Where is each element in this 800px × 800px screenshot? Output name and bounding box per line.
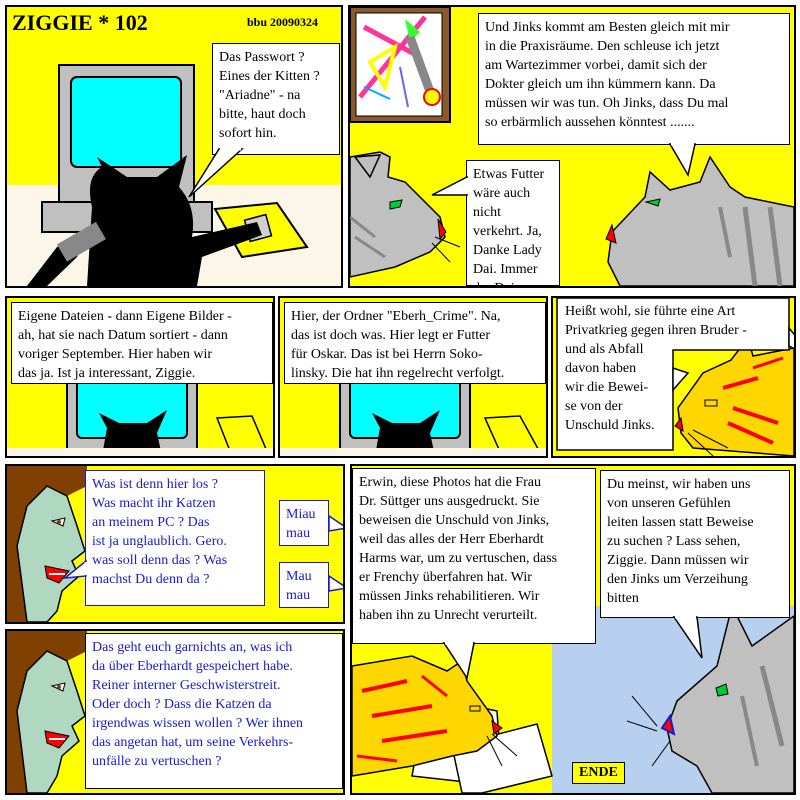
panel-8: Erwin, diese Photos hat die Frau Dr. Süt… bbox=[350, 464, 796, 795]
panel-2-art bbox=[350, 7, 794, 286]
woman-face-icon bbox=[7, 631, 87, 793]
speech-tail bbox=[188, 147, 244, 198]
speech-tail bbox=[431, 142, 696, 196]
comic-title: ZIGGIE * 102 bbox=[12, 10, 148, 35]
speech-bubble-p2-top: Und Jinks kommt am Besten gleich mit mir… bbox=[478, 13, 790, 145]
panel-1: ZIGGIE * 102 bbu 20090324 Das Passwort ?… bbox=[5, 5, 343, 288]
date-stamp: bbu 20090324 bbox=[247, 15, 319, 29]
grey-cat-right-icon bbox=[605, 155, 794, 286]
meow-bubble-1: Miau mau bbox=[279, 500, 329, 546]
orange-cat-icon bbox=[352, 655, 518, 777]
panel-2: Und Jinks kommt am Besten gleich mit mir… bbox=[348, 5, 796, 288]
speech-bubble-p5-outline bbox=[556, 298, 794, 451]
speech-bubble-p4: Hier, der Ordner "Eberh_Crime". Na, das … bbox=[284, 302, 546, 384]
speech-bubble-p8-right: Du meinst, wir haben uns von unseren Gef… bbox=[600, 470, 790, 618]
speech-bubble-p2-left: Etwas Futter wäre auch nicht verkehrt. J… bbox=[466, 160, 560, 286]
panel-3: Eigene Dateien - dann Eigene Bilder - ah… bbox=[5, 296, 275, 458]
speech-bubble-p7: Das geht euch garnichts an, was ich da ü… bbox=[85, 633, 343, 789]
speech-tail bbox=[62, 514, 343, 592]
grey-cat-right-icon bbox=[626, 603, 794, 793]
speech-bubble-p1: Das Passwort ? Eines der Kitten ? "Ariad… bbox=[212, 43, 340, 155]
panel-4: Hier, der Ordner "Eberh_Crime". Na, das … bbox=[278, 296, 548, 458]
meow-bubble-2: Mau mau bbox=[279, 562, 329, 608]
ende-label: ENDE bbox=[572, 762, 625, 784]
speech-tail bbox=[442, 615, 703, 680]
speech-bubble-p6: Was ist denn hier los ? Was macht ihr Ka… bbox=[85, 470, 265, 606]
speech-bubble-p3: Eigene Dateien - dann Eigene Bilder - ah… bbox=[11, 302, 273, 384]
panel-5: Heißt wohl, sie führte eine Art Privatkr… bbox=[551, 296, 796, 458]
grey-cat-left-icon bbox=[350, 151, 461, 278]
panel-6: Was ist denn hier los ? Was macht ihr Ka… bbox=[5, 464, 345, 624]
wall-picture-icon bbox=[350, 7, 451, 123]
panel-7: Das geht euch garnichts an, was ich da ü… bbox=[5, 629, 345, 795]
speech-bubble-p5-text: Heißt wohl, sie führte eine Art Privatkr… bbox=[565, 304, 747, 433]
